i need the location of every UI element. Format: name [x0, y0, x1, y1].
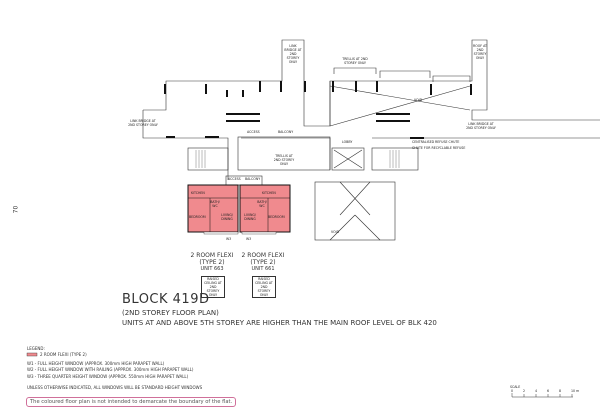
- right-stair: [371, 147, 419, 171]
- void-top-label: VOID: [414, 98, 423, 102]
- windows-note: UNLESS OTHERWISE INDICATED, ALL WINDOWS …: [27, 385, 203, 390]
- access-label: ACCESS: [247, 130, 260, 134]
- wc-663: BATH/ WC: [210, 200, 220, 208]
- unit-number: UNIT 663: [200, 266, 224, 272]
- block-remark: UNITS AT AND ABOVE 5TH STOREY ARE HIGHER…: [122, 319, 437, 327]
- scale-bar: [511, 393, 573, 398]
- block-subtitle: (2ND STOREY FLOOR PLAN): [122, 309, 219, 317]
- bedroom-663: BEDROOM: [189, 215, 206, 219]
- bedroom-661: BEDROOM: [268, 215, 285, 219]
- lower-right-block: [314, 181, 396, 241]
- scale-tick: 2: [523, 389, 526, 393]
- unit-661: [239, 184, 291, 233]
- roof-label: ROOF AT 2ND STOREY ONLY: [473, 44, 487, 60]
- trellis-center-label: TRELLIS AT 2ND STOREY ONLY: [273, 154, 295, 166]
- scale-tick: 10 m: [571, 389, 580, 393]
- page-number: 70: [12, 205, 20, 214]
- recycle-chute-label: CHUTE FOR RECYCLABLE REFUSE: [412, 146, 466, 150]
- living-663: LIVING/ DINING: [221, 213, 233, 221]
- unit-type: 2 ROOM FLEXI: [190, 252, 234, 259]
- unit-663-label: 2 ROOM FLEXI (TYPE 2) UNIT 663: [190, 252, 234, 273]
- unit-subtype: (TYPE 2): [199, 259, 225, 266]
- void-diagonal: [329, 85, 471, 111]
- link-bridge-right-label: LINK BRIDGE AT 2ND STOREY ONLY: [466, 122, 496, 130]
- lift-lobby: [331, 147, 365, 171]
- legend-heading: LEGEND:: [27, 346, 45, 351]
- link-bridge-top-label: LINK BRIDGE AT 2ND STOREY ONLY: [284, 44, 302, 64]
- w3-663: W3: [226, 237, 232, 241]
- block-title: BLOCK 419D: [122, 292, 210, 307]
- wc-661: BATH/ WC: [257, 200, 267, 208]
- link-bridge-left-label: LINK BRIDGE AT 2ND STOREY ONLY: [128, 119, 158, 127]
- scale-label: SCALE: [510, 385, 521, 389]
- void-bottom-label: VOID: [331, 230, 340, 234]
- legend-w3: W3 - THREE QUARTER HEIGHT WINDOW (APPROX…: [27, 374, 189, 379]
- unit-access-label: ACCESS: [228, 177, 241, 181]
- balcony-label: BALCONY: [278, 130, 294, 134]
- upper-left-block: [143, 39, 600, 127]
- scale-tick: 8: [559, 389, 562, 393]
- unit-661-label: 2 ROOM FLEXI (TYPE 2) UNIT 661: [241, 252, 285, 273]
- legend-w1: W1 - FULL HEIGHT WINDOW (APPROX. 300mm H…: [27, 361, 165, 366]
- raised-ceiling-663: RAISED CEILING AT 2ND STOREY ONLY: [201, 276, 225, 298]
- left-stair: [187, 147, 229, 171]
- w3-661: W3: [246, 237, 252, 241]
- scale-tick: 0: [511, 389, 514, 393]
- unit-number: UNIT 661: [251, 266, 275, 272]
- legend-w2: W2 - FULL HEIGHT WINDOW WITH RAILING (AP…: [27, 367, 194, 372]
- scale-tick: 4: [535, 389, 538, 393]
- legend-swatch-label: 2 ROOM FLEXI (TYPE 2): [40, 352, 87, 357]
- living-661: LIVING/ DINING: [244, 213, 256, 221]
- trellis-area: [237, 136, 331, 171]
- kitchen-661: KITCHEN: [262, 191, 276, 195]
- trellis-top-label: TRELLIS AT 2ND STOREY ONLY: [342, 57, 368, 65]
- unit-subtype: (TYPE 2): [250, 259, 276, 266]
- lobby-label: LOBBY: [342, 140, 353, 144]
- raised-ceiling-661: RAISED CEILING AT 2ND STOREY ONLY: [252, 276, 276, 298]
- scale-tick: 6: [547, 389, 550, 393]
- unit-663: [187, 184, 239, 233]
- kitchen-663: KITCHEN: [191, 191, 205, 195]
- disclaimer-note: The coloured floor plan is not intended …: [26, 397, 237, 407]
- unit-balcony-label: BALCONY: [245, 177, 261, 181]
- unit-type: 2 ROOM FLEXI: [241, 252, 285, 259]
- legend-swatch: [26, 352, 38, 357]
- refuse-chute-label: CENTRALISED REFUSE CHUTE: [412, 140, 460, 144]
